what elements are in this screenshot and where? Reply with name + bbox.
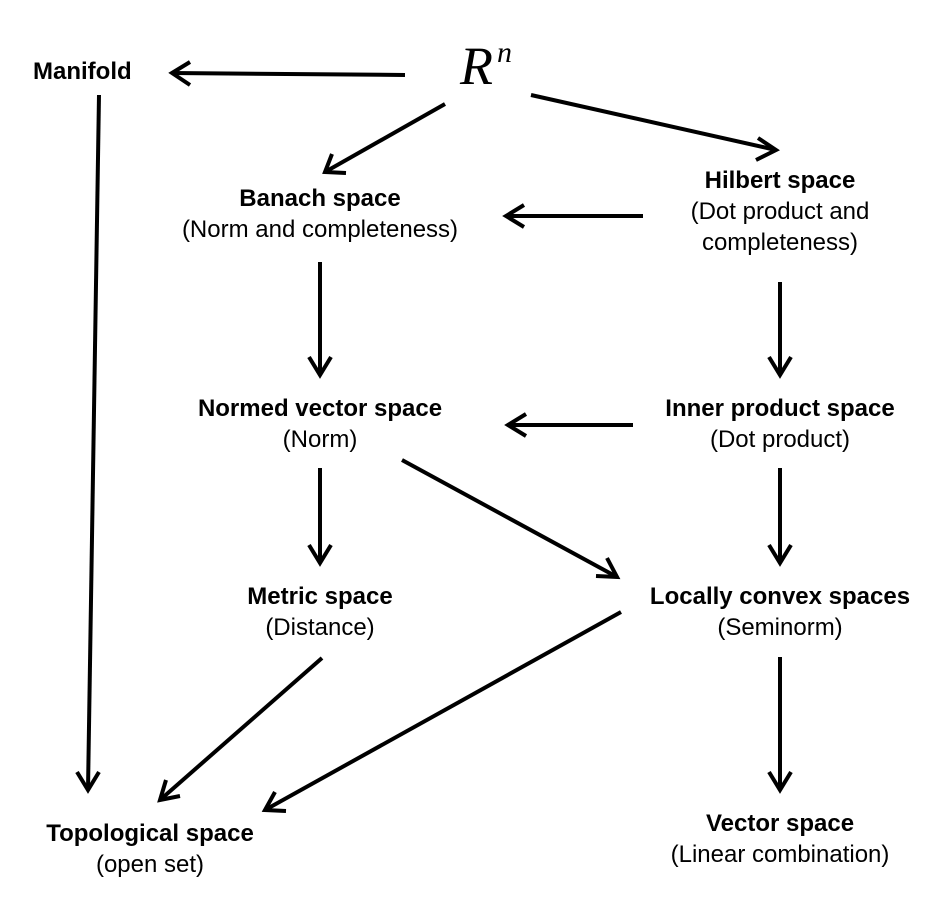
node-banach-sub: (Norm and completeness)	[181, 216, 459, 244]
arrow-hilbert-to-inner	[767, 282, 793, 379]
node-vector-space: Vector space (Linear combination)	[630, 808, 930, 870]
arrow-hilbert-to-banach	[502, 203, 643, 229]
root-base: R	[460, 36, 493, 96]
node-normed-sub: (Norm)	[282, 426, 358, 454]
arrow-rn-to-hilbert	[530, 93, 780, 162]
node-banach-space: Banach space (Norm and completeness)	[150, 183, 490, 245]
node-locally-convex-title: Locally convex spaces	[649, 583, 911, 610]
arrow-normed-to-locally-convex	[401, 458, 621, 580]
node-metric-sub: (Distance)	[265, 614, 375, 642]
node-hilbert-space: Hilbert space (Dot product and completen…	[660, 165, 900, 259]
arrow-locally-convex-to-vector	[767, 657, 793, 794]
arrow-banach-to-normed	[307, 262, 333, 379]
node-banach-title: Banach space	[239, 185, 401, 212]
node-topological-title: Topological space	[46, 820, 254, 847]
root-exponent: n	[497, 36, 512, 69]
node-metric-space: Metric space (Distance)	[200, 581, 440, 643]
node-metric-title: Metric space	[247, 583, 393, 610]
arrow-manifold-to-topological	[75, 94, 101, 794]
node-topological-sub: (open set)	[95, 851, 205, 879]
node-topological-space: Topological space (open set)	[20, 818, 280, 880]
node-manifold: Manifold	[33, 56, 132, 87]
arrow-rn-to-manifold	[168, 60, 406, 87]
node-normed-title: Normed vector space	[197, 395, 443, 422]
node-locally-convex-spaces: Locally convex spaces (Seminorm)	[630, 581, 930, 643]
node-hilbert-sub: (Dot product and	[690, 198, 870, 226]
arrow-inner-to-locally-convex	[767, 468, 793, 567]
arrow-locally-convex-to-topological	[261, 610, 622, 813]
arrow-normed-to-metric	[307, 468, 333, 567]
node-hilbert-title: Hilbert space	[704, 167, 856, 194]
node-hilbert-sub2: completeness)	[701, 229, 859, 257]
node-vector-sub: (Linear combination)	[670, 841, 890, 869]
arrow-rn-to-banach	[322, 102, 446, 175]
node-locally-convex-sub: (Seminorm)	[717, 614, 843, 642]
node-inner-product-space: Inner product space (Dot product)	[640, 393, 920, 455]
node-normed-vector-space: Normed vector space (Norm)	[170, 393, 470, 455]
node-vector-title: Vector space	[705, 810, 855, 837]
node-inner-title: Inner product space	[665, 395, 895, 422]
arrow-inner-to-normed	[504, 412, 633, 438]
node-inner-sub: (Dot product)	[709, 426, 851, 454]
arrow-metric-to-topological	[157, 656, 324, 803]
node-manifold-title: Manifold	[33, 58, 132, 85]
